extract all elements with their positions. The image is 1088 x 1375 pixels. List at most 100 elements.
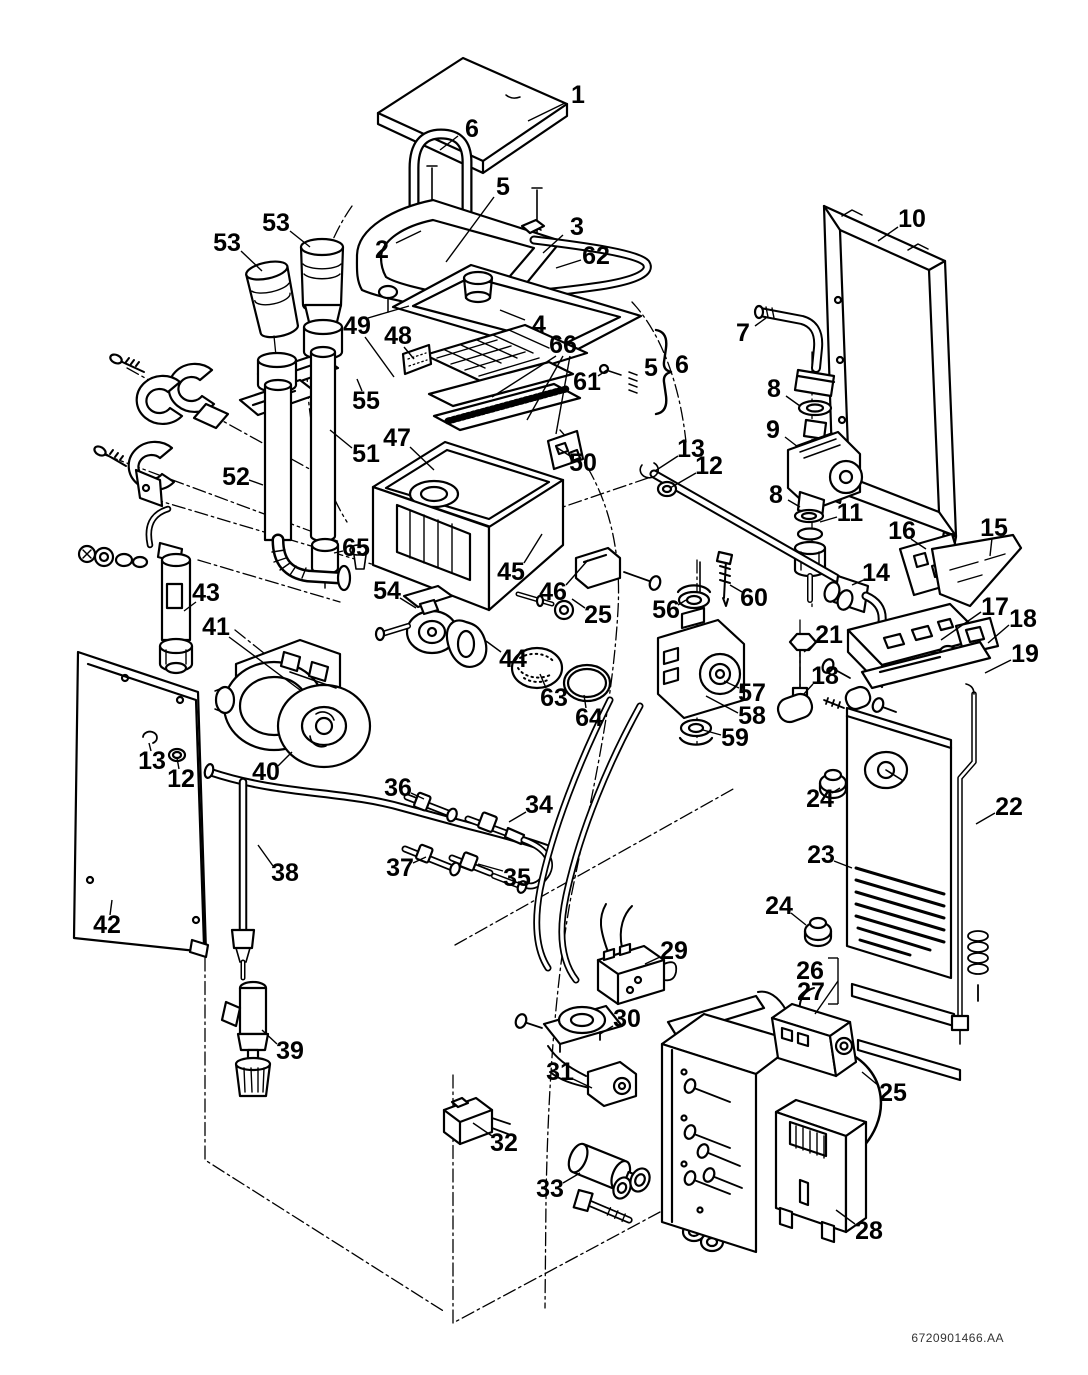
part-pipe-unions — [401, 791, 553, 894]
callout-leader-32 — [472, 1122, 493, 1137]
callout-leader-12 — [176, 757, 180, 770]
callout-label-24-39: 24 — [765, 892, 793, 920]
callout-leader-53 — [240, 250, 263, 272]
callout-label-29-44: 29 — [660, 937, 688, 965]
callout-label-45-69: 45 — [497, 558, 525, 586]
callout-label-44-68: 44 — [499, 645, 527, 673]
part-top-cover — [376, 56, 569, 175]
callout-leader-35 — [477, 863, 504, 872]
extra-leader-2 — [555, 355, 571, 435]
callout-label-25-71: 25 — [584, 601, 612, 629]
callout-label-7-23: 7 — [736, 319, 750, 347]
part-flue-pipe-left — [245, 260, 352, 592]
callout-label-28-43: 28 — [855, 1217, 883, 1245]
callout-leader-52 — [248, 479, 264, 486]
callout-leader-24 — [831, 787, 841, 794]
callout-label-41-55: 41 — [202, 613, 230, 641]
part-burner-assembly — [401, 323, 638, 471]
callout-leader-19 — [984, 659, 1012, 674]
callout-label-24-36: 24 — [806, 785, 834, 813]
callout-label-8-24: 8 — [767, 375, 781, 403]
callout-label-30-45: 30 — [613, 1005, 641, 1033]
callout-label-17-31: 17 — [981, 593, 1009, 621]
callout-leader-13 — [148, 742, 152, 752]
part-combustion-chamber — [349, 440, 565, 612]
callout-label-11-27: 11 — [837, 499, 864, 527]
part-left-valve — [77, 505, 194, 675]
callout-leader-42 — [109, 899, 113, 916]
callout-label-16-28: 16 — [888, 517, 916, 545]
part-mounting-plate — [660, 1012, 800, 1254]
callout-leader-36 — [410, 792, 425, 800]
callout-label-56-49: 56 — [652, 596, 680, 624]
callout-label-32-47: 32 — [490, 1129, 518, 1157]
callout-label-33-48: 33 — [536, 1175, 564, 1203]
callout-label-13-56: 13 — [138, 747, 166, 775]
callout-leader-8 — [787, 499, 801, 508]
callout-leader-44 — [485, 640, 502, 653]
callout-leader-53 — [289, 230, 311, 248]
callout-leader-11 — [819, 516, 838, 523]
callout-label-36-59: 36 — [384, 774, 412, 802]
callout-label-57-51: 57 — [738, 679, 766, 707]
callout-label-19-33: 19 — [1011, 640, 1039, 668]
callout-label-35-65: 35 — [503, 864, 531, 892]
callout-label-8-26: 8 — [769, 481, 783, 509]
part-sight-glass — [898, 532, 1023, 608]
part-pilot-fittings — [776, 632, 897, 724]
callout-label-42-62: 42 — [93, 911, 121, 939]
callout-leader-59 — [702, 729, 722, 736]
callout-label-13-20: 13 — [677, 435, 705, 463]
callout-label-26-40: 26 — [796, 957, 824, 985]
callout-label-47-14: 47 — [383, 424, 411, 452]
callout-label-53-7: 53 — [262, 209, 290, 237]
callout-label-9-25: 9 — [766, 416, 780, 444]
callout-label-10-22: 10 — [898, 205, 926, 233]
callout-leader-23 — [833, 860, 853, 869]
callout-label-39-63: 39 — [276, 1037, 304, 1065]
callout-leader-56 — [677, 599, 687, 606]
bracket-5-6 — [654, 328, 673, 416]
callout-leader-48 — [403, 346, 415, 360]
callout-label-63-72: 63 — [540, 684, 568, 712]
callout-label-52-13: 52 — [222, 463, 250, 491]
callout-label-48-10: 48 — [384, 322, 412, 350]
callout-leader-61 — [597, 369, 608, 377]
callout-leader-30 — [599, 1025, 614, 1035]
callout-label-4-6: 4 — [532, 311, 546, 339]
part-left-panel — [72, 650, 210, 959]
callout-leader-18 — [802, 683, 814, 696]
callout-label-2-3: 2 — [375, 236, 389, 264]
callout-leader-6 — [439, 135, 459, 151]
callout-leader-62 — [555, 259, 582, 269]
callout-label-31-46: 31 — [546, 1058, 574, 1086]
callout-label-54-67: 54 — [373, 577, 401, 605]
callout-leader-37 — [412, 856, 427, 864]
part-gas-valve — [656, 550, 746, 746]
callout-leader-31 — [572, 1078, 593, 1089]
callout-label-18-35: 18 — [811, 662, 839, 690]
callout-label-5-17: 5 — [644, 354, 658, 382]
callout-leader-7 — [754, 317, 767, 327]
callout-leader-55 — [356, 378, 363, 392]
callout-label-15-29: 15 — [980, 514, 1008, 542]
callout-label-18-32: 18 — [1009, 605, 1037, 633]
callout-label-64-73: 64 — [575, 704, 603, 732]
callout-leader-43 — [183, 601, 197, 612]
callout-leader-46 — [565, 559, 589, 586]
callout-label-6-1: 6 — [465, 115, 479, 143]
callout-label-50-19: 50 — [569, 449, 597, 477]
callout-leader-47 — [409, 446, 435, 471]
callout-leader-24 — [790, 912, 807, 926]
callout-leader-29 — [644, 956, 661, 965]
callout-leader-58 — [705, 695, 739, 714]
callout-leader-15 — [989, 537, 993, 557]
callout-label-37-60: 37 — [386, 854, 414, 882]
callout-leader-25 — [571, 598, 586, 609]
callout-leader-18 — [987, 624, 1010, 644]
callout-label-65-66: 65 — [342, 534, 370, 562]
callout-leader-54 — [399, 597, 417, 609]
part-hoses — [533, 696, 883, 1167]
